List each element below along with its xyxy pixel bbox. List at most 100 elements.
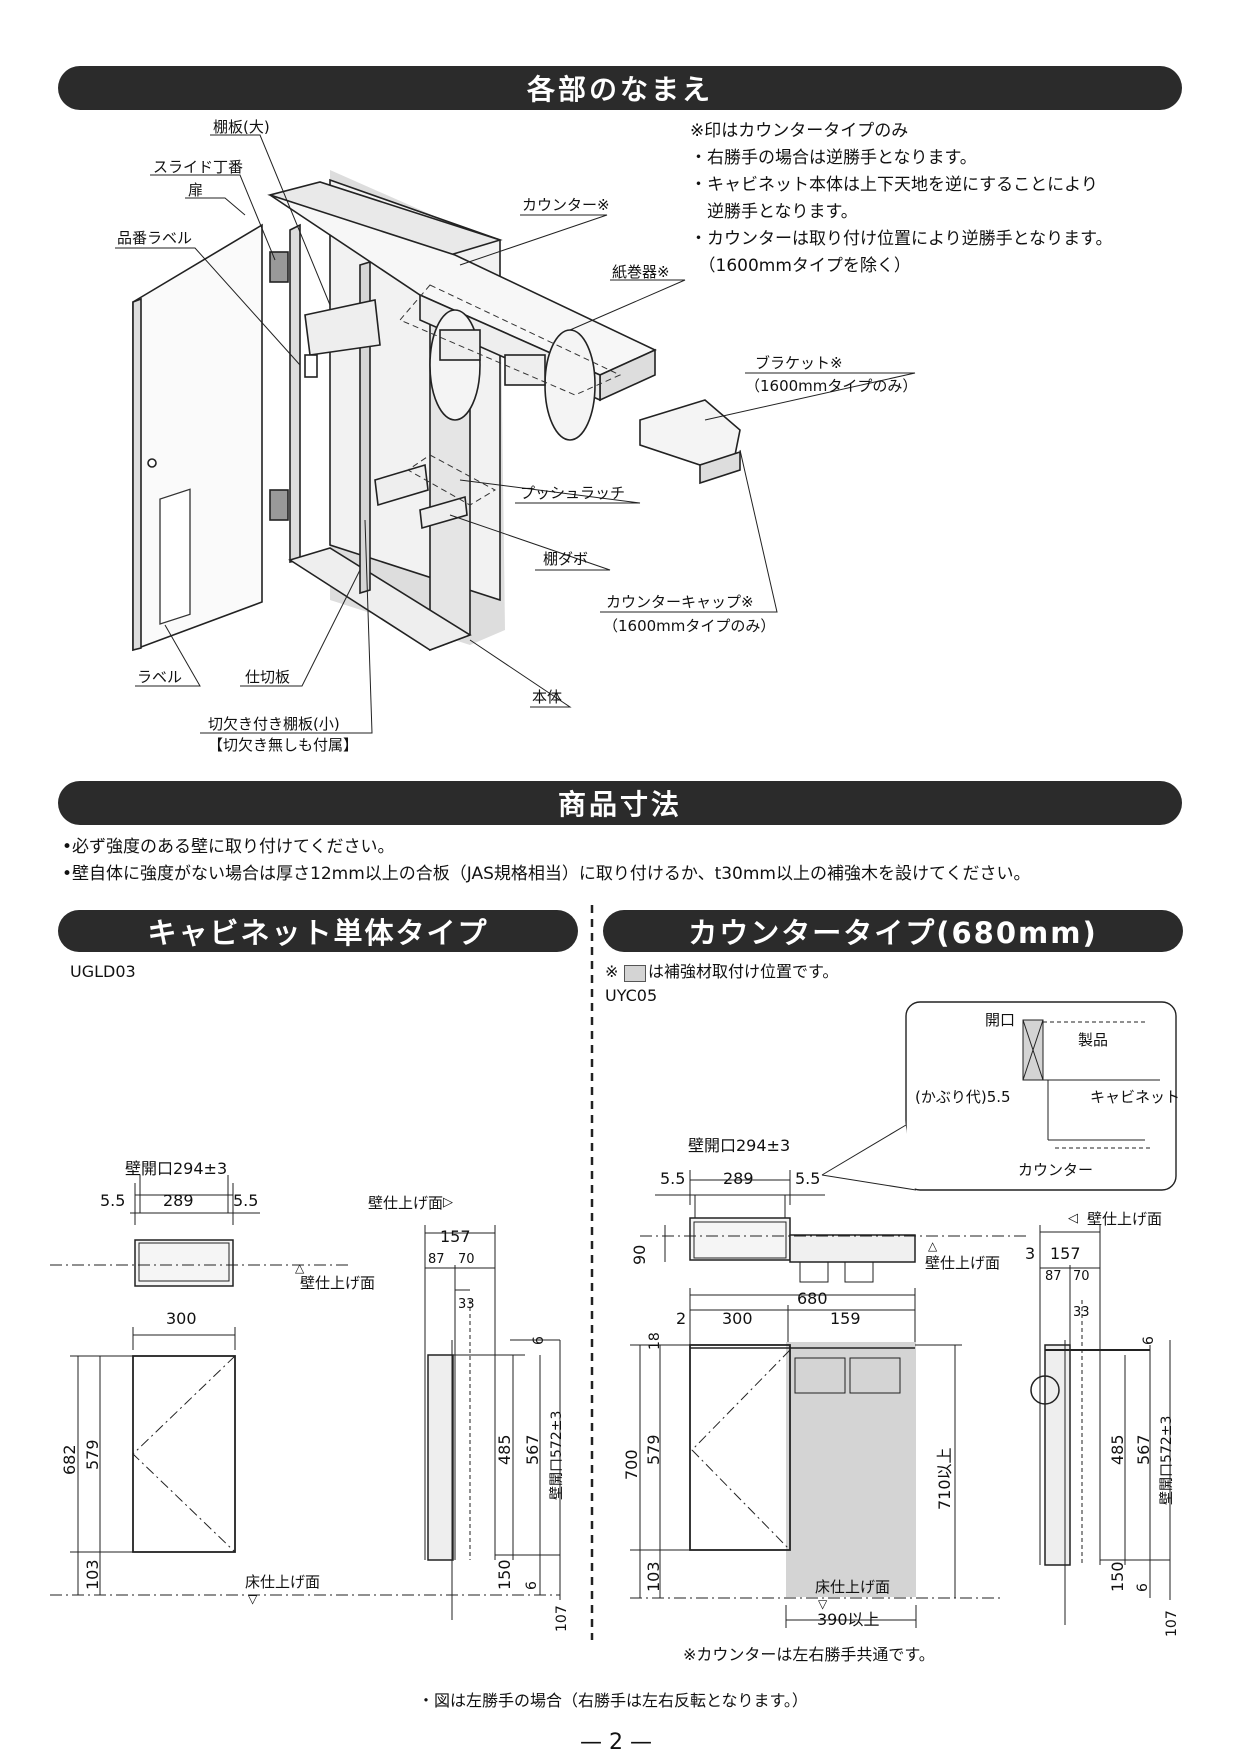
right-dim-6-b: 6: [1135, 1583, 1151, 1592]
right-dim-107: 107: [1164, 1610, 1180, 1637]
label-body: 本体: [532, 688, 563, 706]
right-dim-567: 567: [1134, 1434, 1153, 1465]
reinforce-note-mark: ※: [605, 962, 619, 981]
left-dim-opening-v: 壁開口572±3: [549, 1410, 565, 1500]
right-dim-485: 485: [1108, 1434, 1127, 1465]
model-right: UYC05: [605, 986, 658, 1005]
left-dim-579: 579: [83, 1439, 102, 1470]
subtitle-cabinet-only: キャビネット単体タイプ: [58, 910, 578, 952]
cabinet-exploded-illustration: [115, 134, 916, 734]
inset-opening: 開口: [985, 1011, 1016, 1029]
right-dim-33: 33: [1073, 1305, 1090, 1320]
right-dim-18: 18: [647, 1332, 663, 1350]
left-dim-289: 289: [163, 1191, 194, 1210]
label-label: ラベル: [137, 668, 183, 686]
parts-notes: ※印はカウンタータイプのみ ・右勝手の場合は逆勝手となります。 ・キャビネット本…: [690, 118, 1112, 280]
reinforce-note-text: は補強材取付け位置です。: [648, 962, 839, 981]
right-dim-103: 103: [644, 1561, 663, 1592]
label-partition: 仕切板: [245, 668, 291, 686]
right-wall-finish: 壁仕上げ面: [925, 1254, 1001, 1272]
label-door: 扉: [188, 181, 204, 199]
label-push-latch: プッシュラッチ: [520, 484, 626, 502]
right-dim-579: 579: [644, 1434, 663, 1465]
subtitle-counter-type-text: カウンタータイプ(680mm): [688, 916, 1098, 950]
parts-note-4: ・カウンターは取り付け位置により逆勝手となります。: [690, 229, 1113, 249]
parts-note-2: ・キャビネット本体は上下天地を逆にすることにより: [690, 175, 1098, 195]
dimension-note-2: •壁自体に強度がない場合は厚さ12mm以上の合板（JAS規格相当）に取り付けるか…: [62, 864, 1031, 884]
right-dim-90: 90: [630, 1244, 649, 1265]
label-shelf-dowel: 棚ダボ: [543, 550, 589, 568]
right-dim-87: 87: [1045, 1269, 1062, 1284]
left-dim-567: 567: [523, 1434, 542, 1465]
label-bracket-note: （1600mmタイプのみ）: [745, 377, 918, 395]
left-dim-150: 150: [495, 1559, 514, 1590]
page-number: — 2 —: [580, 1730, 652, 1755]
parts-note-1: ・右勝手の場合は逆勝手となります。: [690, 148, 977, 168]
dimension-note-1: •必ず強度のある壁に取り付けてください。: [62, 837, 395, 857]
left-dim-6-b: 6: [524, 1581, 540, 1590]
parts-note-head: ※印はカウンタータイプのみ: [690, 121, 909, 141]
label-counter: カウンター※: [522, 196, 610, 214]
inset-cabinet: キャビネット: [1090, 1088, 1181, 1106]
right-dim-150: 150: [1108, 1561, 1127, 1592]
right-dim-3: 3: [1025, 1244, 1036, 1263]
right-wall-finish-mark: △: [928, 1239, 938, 1253]
label-bracket: ブラケット※: [755, 354, 843, 372]
section-title-dimensions-text: 商品寸法: [557, 788, 682, 821]
left-dim-5-5-b: 5.5: [233, 1191, 259, 1210]
right-dim-289: 289: [723, 1169, 754, 1188]
label-counter-cap: カウンターキャップ※: [606, 593, 754, 611]
left-wall-finish-mark: △: [295, 1261, 305, 1275]
right-dim-2: 2: [676, 1309, 687, 1328]
right-counter-note: ※カウンターは左右勝手共通です。: [683, 1645, 935, 1664]
section-title-dimensions: 商品寸法: [58, 781, 1182, 825]
left-dim-87: 87: [428, 1252, 445, 1267]
left-dim-103: 103: [83, 1559, 102, 1590]
section-title-parts-text: 各部のなまえ: [526, 73, 713, 106]
right-dim-opening-v: 壁開口572±3: [1159, 1415, 1175, 1505]
model-left: UGLD03: [70, 962, 136, 981]
parts-note-3: 逆勝手となります。: [690, 202, 858, 222]
right-dim-700: 700: [622, 1449, 641, 1480]
left-dim-6-a: 6: [531, 1336, 547, 1345]
right-wall-opening: 壁開口294±3: [688, 1136, 791, 1155]
subtitle-counter-type: カウンタータイプ(680mm): [603, 910, 1183, 952]
right-floor-finish-mark: ▽: [818, 1597, 828, 1611]
left-dim-33: 33: [458, 1297, 475, 1312]
label-slide-hinge: スライド丁番: [153, 158, 244, 176]
left-wall-opening: 壁開口294±3: [125, 1159, 228, 1178]
right-dim-5-5-a: 5.5: [660, 1169, 686, 1188]
left-side-wall-finish: 壁仕上げ面: [368, 1194, 444, 1212]
label-counter-cap-note: （1600mmタイプのみ）: [603, 617, 776, 635]
left-dim-682: 682: [60, 1444, 79, 1475]
left-dim-5-5-a: 5.5: [100, 1191, 126, 1210]
left-dim-485: 485: [495, 1434, 514, 1465]
left-side-wall-finish-mark: ▷: [443, 1195, 453, 1210]
right-floor-finish: 床仕上げ面: [815, 1578, 891, 1596]
section-title-parts: 各部のなまえ: [58, 66, 1182, 110]
right-dim-390: 390以上: [817, 1610, 880, 1629]
left-floor-finish-mark: ▽: [248, 1592, 258, 1606]
left-dim-70: 70: [458, 1252, 475, 1267]
right-dim-159: 159: [830, 1309, 861, 1328]
inset-cover: (かぶり代)5.5: [915, 1088, 1011, 1106]
reinforce-legend-swatch: [624, 965, 646, 982]
label-notched-shelf: 切欠き付き棚板(小): [208, 715, 340, 733]
left-dim-157: 157: [440, 1227, 471, 1246]
right-side-wall-finish-mark: ◁: [1068, 1211, 1078, 1226]
right-dim-680: 680: [797, 1289, 828, 1308]
right-dim-6-a: 6: [1141, 1336, 1157, 1345]
left-floor-finish: 床仕上げ面: [245, 1573, 321, 1591]
right-dim-300: 300: [722, 1309, 753, 1328]
left-dim-300: 300: [166, 1309, 197, 1328]
label-paper-holder: 紙巻器※: [612, 263, 670, 281]
right-dim-5-5-b: 5.5: [795, 1169, 821, 1188]
right-dim-70: 70: [1073, 1269, 1090, 1284]
label-notched-shelf-note: 【切欠き無しも付属】: [208, 736, 359, 754]
right-dim-710: 710以上: [935, 1447, 954, 1510]
right-side-wall-finish: 壁仕上げ面: [1087, 1210, 1163, 1228]
label-part-label: 品番ラベル: [117, 229, 193, 247]
left-dim-107: 107: [554, 1605, 570, 1632]
inset-product: 製品: [1078, 1031, 1109, 1049]
